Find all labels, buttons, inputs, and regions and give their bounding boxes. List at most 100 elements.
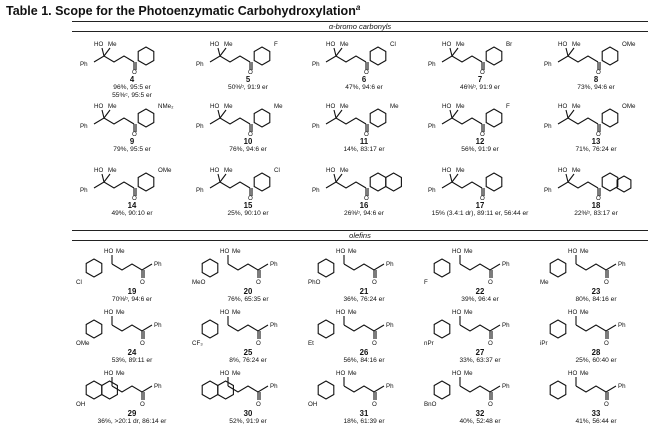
aryl-ring [369, 46, 387, 66]
substituent-label: iPr [540, 340, 548, 347]
substituent-label: OMe [158, 167, 172, 174]
aryl-ring [137, 172, 155, 192]
carbon-chain [459, 263, 501, 271]
substituent-label: nPr [424, 340, 434, 347]
oxygen-label: O [604, 340, 609, 347]
aryl-ring [485, 172, 503, 192]
table-title-text: Table 1. Scope for the Photoenzymatic Ca… [6, 4, 356, 19]
substituent-label: Me [274, 103, 283, 110]
aryl-ring [485, 46, 503, 66]
methyl-label: Me [116, 370, 125, 377]
phenyl-label: Ph [154, 383, 162, 390]
oxygen-label: O [132, 69, 137, 76]
methyl-label: Me [572, 103, 581, 110]
section-label-bromo: α-bromo carbonyls [328, 22, 392, 31]
methyl-label: Me [456, 103, 465, 110]
aryl-ring [549, 380, 567, 400]
aryl-ring [369, 108, 387, 128]
carbon-chain [93, 55, 135, 63]
table-title: Table 1. Scope for the Photoenzymatic Ca… [6, 3, 360, 18]
carbon-chain [111, 324, 153, 332]
table-footnote-marker: a [355, 3, 361, 12]
phenyl-label: Ph [196, 123, 204, 130]
oxygen-label: O [132, 131, 137, 138]
methyl-bond [567, 47, 575, 57]
fused-ring [385, 172, 402, 192]
phenyl-label: Ph [502, 322, 510, 329]
aryl-ring [253, 108, 271, 128]
methyl-bond [335, 47, 343, 57]
fused-ring [101, 380, 118, 400]
compound-result: 40%, 52:48 er [459, 418, 501, 425]
phenyl-label: Ph [312, 123, 320, 130]
substituent-label: Et [308, 340, 314, 347]
compound-number: 23 [591, 287, 601, 296]
aryl-ring [549, 319, 567, 339]
compound-result: 8%, 76:24 er [229, 357, 267, 364]
methyl-label: Me [348, 370, 357, 377]
phenyl-label: Ph [502, 261, 510, 268]
phenyl-label: Ph [618, 322, 626, 329]
aryl-ring [369, 172, 387, 192]
compound-result: 18%, 61:39 er [343, 418, 385, 425]
methyl-label: Me [340, 167, 349, 174]
substituent-label: Me [540, 279, 549, 286]
carbon-chain [111, 263, 153, 271]
phenyl-label: Ph [428, 187, 436, 194]
compound-result: 49%, 90:10 er [111, 210, 153, 217]
methyl-label: Me [464, 309, 473, 316]
hydroxyl-label: HO [558, 103, 567, 110]
hydroxyl-label: HO [104, 248, 113, 255]
compound-result: 41%, 56:44 er [575, 418, 617, 425]
phenyl-label: Ph [154, 322, 162, 329]
methyl-label: Me [116, 309, 125, 316]
hydroxyl-bond [333, 109, 337, 119]
oxygen-label: O [372, 340, 377, 347]
compound-number: 18 [591, 201, 601, 210]
fused-ring [217, 380, 234, 400]
methyl-bond [103, 173, 111, 183]
compound-result: 70%ᵇ, 94:6 er [112, 296, 152, 303]
hydroxyl-label: HO [210, 103, 219, 110]
phenyl-label: Ph [312, 61, 320, 68]
substituent-label: PhO [308, 279, 321, 286]
hydroxyl-label: HO [568, 309, 577, 316]
aryl-ring [137, 108, 155, 128]
hydroxyl-label: HO [94, 41, 103, 48]
compound-result: 56%, 84:16 er [343, 357, 385, 364]
oxygen-label: O [256, 279, 261, 286]
aryl-ring [201, 319, 219, 339]
carbon-chain [325, 181, 367, 189]
hydroxyl-label: HO [104, 370, 113, 377]
phenyl-label: Ph [196, 61, 204, 68]
hydroxyl-label: HO [220, 248, 229, 255]
hydroxyl-label: HO [94, 167, 103, 174]
carbon-chain [557, 181, 599, 189]
phenyl-label: Ph [80, 61, 88, 68]
hydroxyl-label: HO [452, 248, 461, 255]
substituent-label: Me [390, 103, 399, 110]
methyl-bond [567, 109, 575, 119]
carbon-chain [459, 385, 501, 393]
oxygen-label: O [248, 69, 253, 76]
top-rule [72, 21, 648, 22]
hydroxyl-bond [101, 47, 105, 57]
section-rule-olefins-bottom [72, 240, 648, 241]
compound-number: 13 [591, 137, 601, 146]
phenyl-label: Ph [544, 187, 552, 194]
methyl-label: Me [232, 248, 241, 255]
methyl-label: Me [108, 103, 117, 110]
oxygen-label: O [596, 131, 601, 138]
methyl-label: Me [464, 370, 473, 377]
methyl-label: Me [224, 103, 233, 110]
methyl-label: Me [580, 370, 589, 377]
methyl-bond [219, 109, 227, 119]
methyl-label: Me [108, 167, 117, 174]
compound-result: 26%ᵇ, 94:6 er [344, 210, 384, 217]
